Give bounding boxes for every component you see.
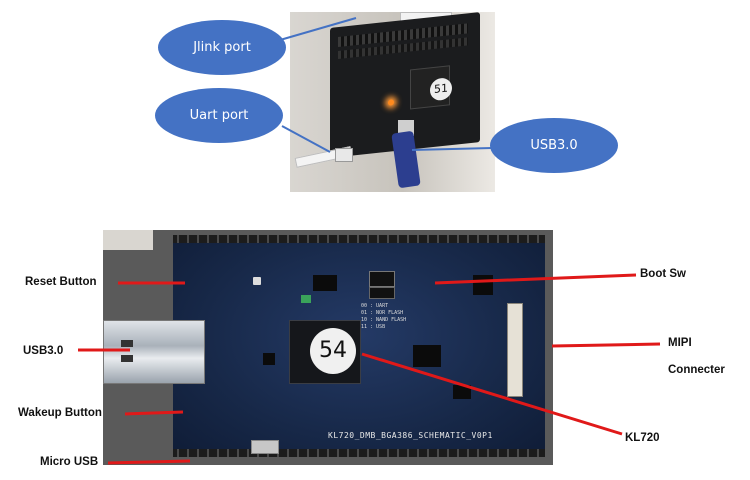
smd-component [453,385,471,399]
label-connecter: Connecter [668,364,725,376]
micro-usb-part [251,440,279,454]
kl720-pcb: 54 00 : UART 01 : NOR FLASH 10 : NAND FL… [173,235,545,457]
bottom-board-photo: 54 00 : UART 01 : NOR FLASH 10 : NAND FL… [103,230,553,465]
uart-plug [335,148,353,162]
label-boot-sw: Boot Sw [640,268,686,280]
pin-row-top [173,235,545,243]
smd-component [313,275,337,291]
label-micro-usb: Micro USB [40,456,99,468]
reset-button-part [253,277,261,285]
label-reset-button: Reset Button [25,276,97,288]
pcb-silkscreen-label: KL720_DMB_BGA386_SCHEMATIC_V0P1 [328,431,493,440]
chip-sticker: 54 [310,328,356,374]
callout-usb3: USB3.0 [490,118,618,173]
smd-component [413,345,441,367]
usb3-connector-part [103,320,205,384]
usb-window [121,340,133,347]
top-board-photo: 51 [290,12,495,192]
callout-uart-port: Uart port [155,88,283,143]
smd-component [473,275,493,295]
callout-jlink-port: Jlink port [158,20,286,75]
green-component [301,295,311,303]
label-mipi: MIPI [668,337,692,349]
label-wakeup-button: Wakeup Button [18,407,102,419]
mipi-connector-part [507,303,523,397]
led-light [388,99,394,106]
white-header-connector [103,230,153,250]
usb-window [121,355,133,362]
boot-switch-part [369,271,395,287]
label-usb3: USB3.0 [23,345,64,357]
pointer-line-mipi [551,342,661,348]
smd-component [263,353,275,365]
boot-mode-legend: 00 : UART 01 : NOR FLASH 10 : NAND FLASH… [361,303,407,330]
label-kl720: KL720 [625,432,660,444]
boot-switch-part [369,287,395,299]
pin-row-bottom [173,449,545,457]
